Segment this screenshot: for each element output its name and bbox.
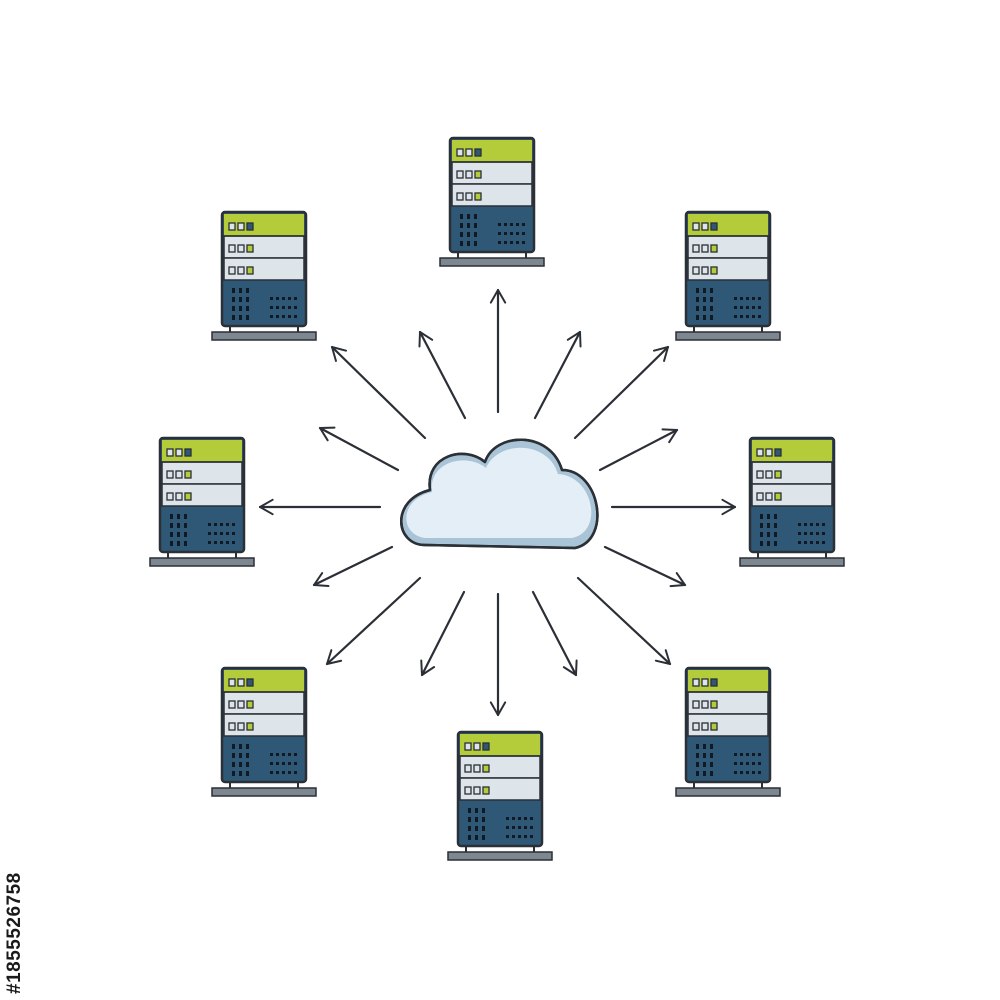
arrows-group (258, 288, 737, 717)
server-top (439, 136, 545, 267)
arrow-icon (576, 576, 672, 666)
server-top-right (675, 210, 781, 341)
arrow-icon (330, 345, 427, 440)
arrow-icon (603, 545, 687, 588)
server-top-left (211, 210, 317, 341)
arrow-icon (573, 345, 670, 440)
arrow-icon (325, 576, 422, 666)
server-bottom (447, 730, 553, 861)
arrow-icon (420, 590, 466, 677)
server-right (739, 436, 845, 567)
server-bottom-right (675, 666, 781, 797)
arrow-icon (312, 545, 394, 587)
arrow-icon (318, 426, 400, 472)
watermark-id: #1855526758 (4, 872, 25, 994)
server-left (149, 436, 255, 567)
arrow-icon (533, 330, 582, 420)
cloud-icon (400, 438, 599, 550)
server-bottom-left (211, 666, 317, 797)
arrow-icon (598, 428, 679, 472)
servers-group (149, 136, 845, 861)
arrow-icon (531, 590, 578, 677)
arrow-icon (418, 330, 467, 420)
